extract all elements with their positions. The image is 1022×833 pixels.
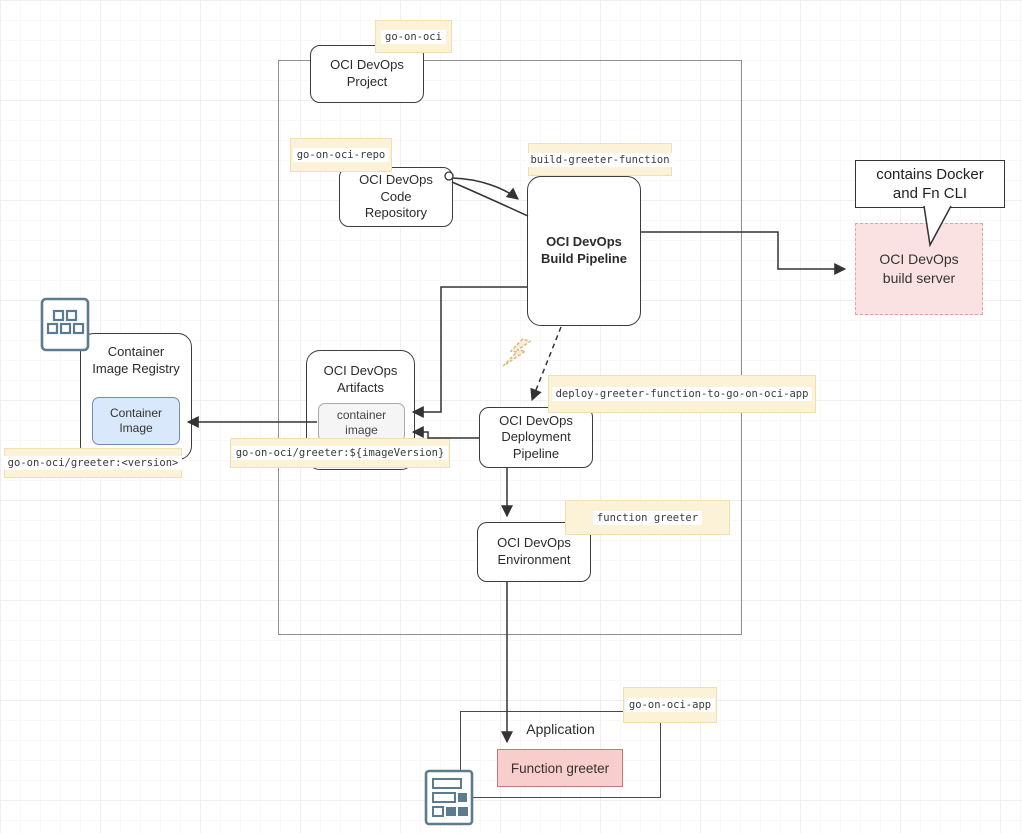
tag-go-on-oci-app: go-on-oci-app: [623, 687, 717, 723]
node-code-repository-title: OCI DevOps Code Repository: [359, 172, 433, 221]
node-container-image-registry: Container Image Registry Container Image: [80, 333, 192, 460]
node-application: Application: [460, 711, 661, 798]
node-build-pipeline: OCI DevOps Build Pipeline: [527, 176, 641, 326]
project-group-rect: [278, 60, 742, 635]
node-application-title: Application: [526, 721, 595, 737]
tag-function-greeter: function greeter: [565, 500, 730, 535]
node-environment-title: OCI DevOps Environment: [497, 535, 571, 567]
build-server-note-text: contains Docker and Fn CLI: [876, 165, 984, 203]
node-build-pipeline-title: OCI DevOps Build Pipeline: [541, 234, 627, 266]
node-code-repository: OCI DevOps Code Repository: [339, 167, 453, 227]
node-container-image-registry-title: Container Image Registry: [92, 344, 180, 376]
application-icon: [424, 769, 474, 826]
container-image-box: Container Image: [92, 397, 180, 445]
node-build-server: OCI DevOps build server: [855, 223, 983, 315]
build-server-note-callout: contains Docker and Fn CLI: [855, 160, 1005, 208]
node-artifacts-title: OCI DevOps Artifacts: [323, 363, 398, 395]
tag-build-greeter-function: build-greeter-function: [526, 143, 674, 176]
tag-go-on-oci-repo: go-on-oci-repo: [290, 138, 392, 172]
node-project-title: OCI DevOps Project: [330, 57, 404, 89]
tag-deploy-greeter-function: deploy-greeter-function-to-go-on-oci-app: [548, 375, 816, 413]
node-deployment-pipeline: OCI DevOps Deployment Pipeline: [479, 407, 593, 468]
container-image-artifact-box: container image: [318, 403, 405, 442]
function-greeter-text: Function greeter: [510, 760, 610, 776]
node-project: OCI DevOps Project: [310, 45, 424, 103]
container-registry-icon: [40, 297, 90, 352]
node-build-server-title: OCI DevOps build server: [879, 251, 959, 286]
node-deployment-pipeline-title: OCI DevOps Deployment Pipeline: [499, 412, 573, 461]
tag-go-on-oci: go-on-oci: [375, 20, 452, 53]
function-greeter-box: Function greeter: [497, 749, 623, 787]
tag-greeter-imageversion: go-on-oci/greeter:${imageVersion}: [230, 438, 450, 468]
tag-greeter-version: go-on-oci/greeter:<version>: [3, 448, 183, 478]
